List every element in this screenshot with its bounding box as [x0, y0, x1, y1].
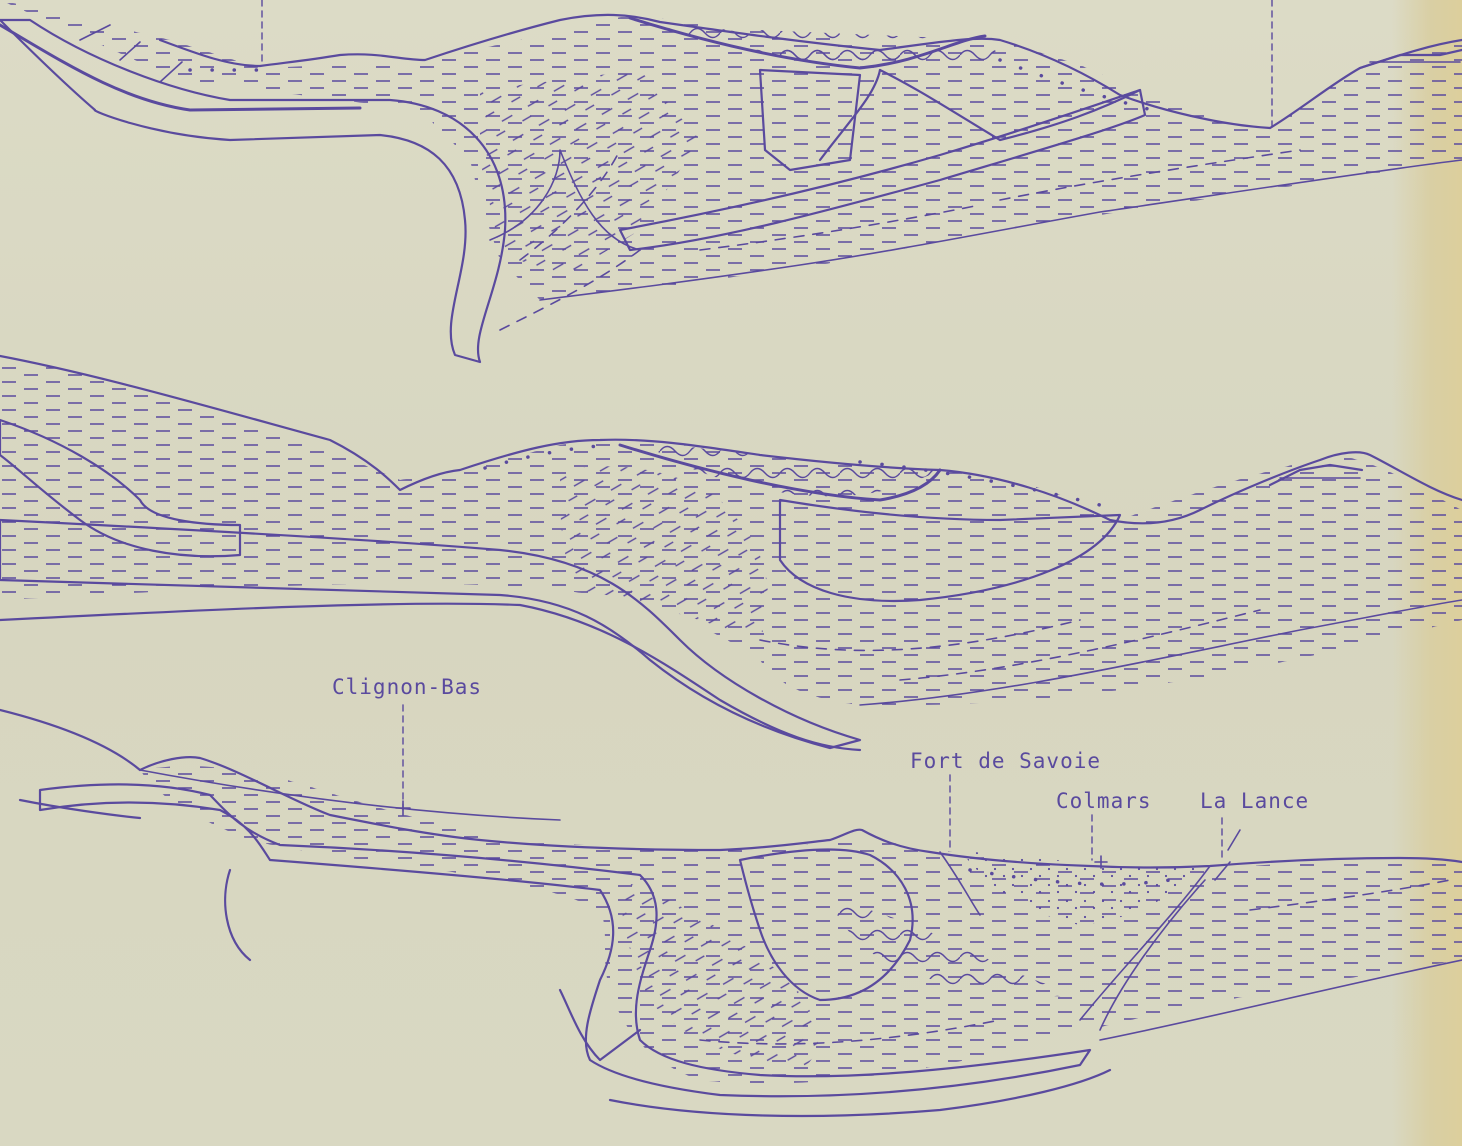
- marker-la-lance: [1222, 818, 1240, 858]
- label-clignon-bas: Clignon-Bas: [332, 675, 482, 699]
- section-2: [0, 355, 1462, 750]
- section-1: [0, 0, 1462, 362]
- section-3-shale-fill: [140, 766, 1462, 1084]
- label-fort-de-savoie: Fort de Savoie: [910, 749, 1101, 773]
- section-3: [0, 705, 1462, 1116]
- marker-colmars: [1092, 815, 1107, 868]
- marker-clignon-bas: [396, 705, 410, 815]
- label-la-lance: La Lance: [1200, 789, 1309, 813]
- section-2-shale-fill: [0, 355, 1462, 705]
- label-colmars: Colmars: [1056, 789, 1152, 813]
